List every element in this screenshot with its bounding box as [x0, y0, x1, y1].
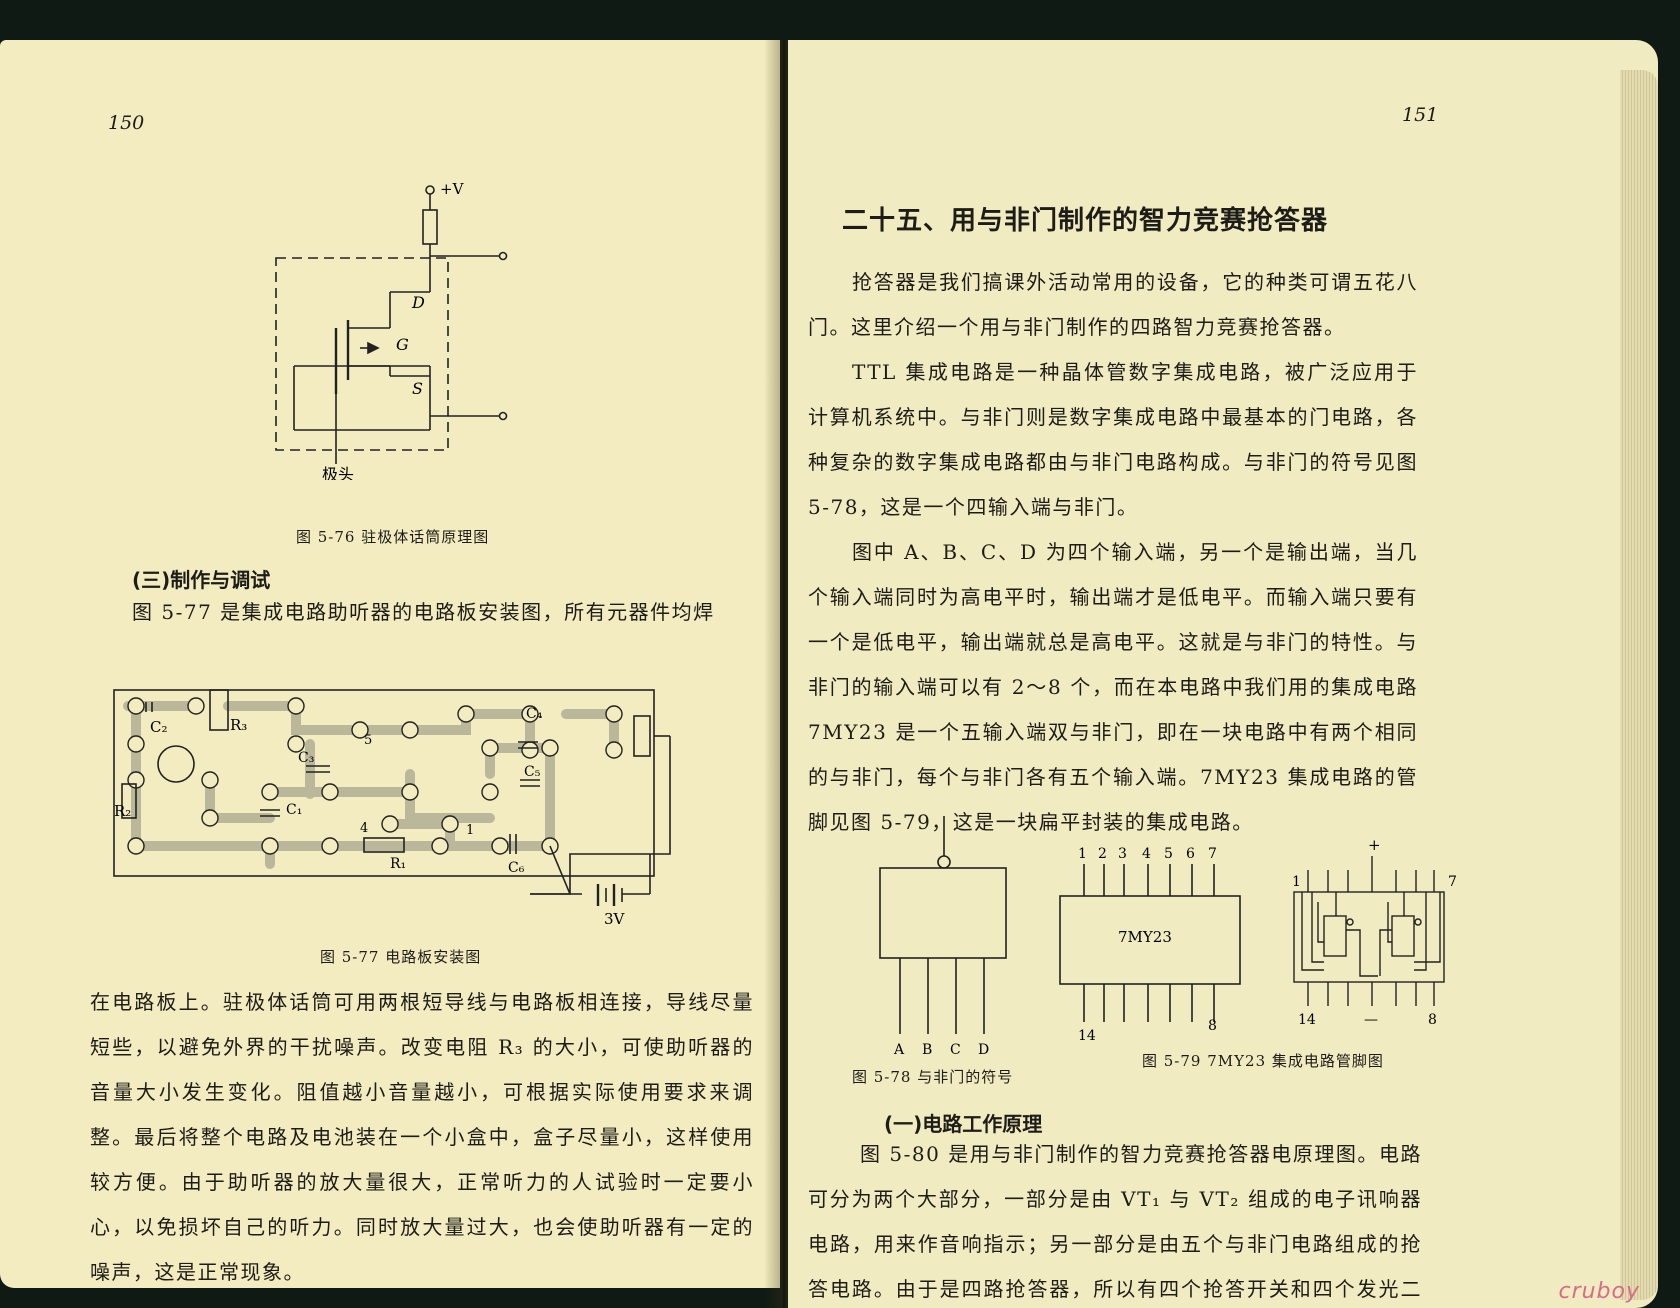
nand-gate-body — [879, 867, 1007, 959]
chapter-title: 二十五、用与非门制作的智力竞赛抢答器 — [842, 206, 1329, 236]
input-d-label: D — [978, 1042, 989, 1056]
figure-5-78-nand-symbol: A B C D — [879, 816, 1007, 1056]
microphone — [157, 745, 195, 783]
top-pin-3: 3 — [1118, 846, 1127, 862]
inner-pin7-label: 7 — [1448, 874, 1457, 890]
pcb-outline — [113, 689, 655, 877]
paragraph-intro: 图 5-77 是集成电路助听器的电路板安装图，所有元器件均焊 — [132, 600, 715, 624]
r1-resistor — [363, 837, 405, 853]
left-page: 150 +V — [0, 40, 780, 1288]
c1-label: C₁ — [286, 802, 302, 818]
gate-label: G — [396, 335, 409, 354]
section-heading: (三)制作与调试 — [132, 568, 271, 592]
dashed-housing — [275, 257, 449, 451]
input-b-label: B — [922, 1042, 932, 1056]
c2-label: C₂ — [150, 718, 168, 736]
bottom-pin-8: 8 — [1208, 1018, 1217, 1034]
r3-label: R₃ — [230, 716, 247, 734]
voltage-label: 3V — [604, 910, 626, 928]
pin4-label: 4 — [360, 821, 368, 836]
figure-5-79-caption: 图 5-79 7MY23 集成电路管脚图 — [1142, 1052, 1384, 1070]
top-pin-7: 7 — [1208, 846, 1217, 862]
top-pin-2: 2 — [1098, 846, 1107, 862]
inner-minus-label: — — [1364, 1012, 1378, 1028]
nand-output-bubble — [937, 855, 951, 869]
figure-5-76-caption: 图 5-76 驻极体话筒原理图 — [296, 528, 490, 546]
c6-label: C₆ — [508, 860, 525, 876]
internal-gate-right — [1391, 915, 1415, 957]
figure-5-78-caption: 图 5-78 与非门的符号 — [852, 1068, 1014, 1086]
paragraph-intro: 抢答器是我们搞课外活动常用的设备，它的种类可谓五花八门。这里介绍一个用与非门制作… — [808, 270, 1418, 339]
paragraph-ttl: TTL 集成电路是一种晶体管数字集成电路，被广泛应用于计算机系统中。与非门则是数… — [808, 360, 1418, 519]
pin1-label: 1 — [466, 823, 474, 838]
top-pin-4: 4 — [1142, 846, 1151, 862]
top-pin-6: 6 — [1186, 846, 1195, 862]
plus-v-label: +V — [440, 180, 465, 198]
r2-resistor — [121, 783, 137, 819]
figure-5-76-diagram: +V G D S 极头 — [275, 180, 508, 480]
pole-label: 极头 — [322, 465, 354, 480]
load-resistor — [422, 209, 438, 245]
paragraph-nand: 图中 A、B、C、D 为四个输入端，另一个是输出端，当几个输入端同时为高电平时，… — [808, 540, 1418, 834]
top-pin-5: 5 — [1164, 846, 1173, 862]
output-terminal-bottom — [498, 411, 508, 421]
input-c-label: C — [950, 1042, 961, 1056]
c4-label: C₄ — [526, 706, 543, 722]
internal-chip-body — [1293, 891, 1445, 983]
page-number: 150 — [108, 112, 145, 134]
figure-5-79-chip: 1 2 3 4 5 6 7 7MY23 14 8 — [1059, 846, 1241, 1044]
page-edge — [1620, 70, 1658, 1300]
drain-label: D — [411, 293, 425, 312]
figure-5-77-caption: 图 5-77 电路板安装图 — [320, 948, 482, 966]
paragraph-principle: 图 5-80 是用与非门制作的智力竞赛抢答器电原理图。电路可分为两个大部分，一部… — [808, 1142, 1422, 1301]
top-pin-1: 1 — [1078, 846, 1087, 862]
c5-label: C₅ — [524, 764, 541, 780]
chip-label: 7MY23 — [1118, 928, 1172, 946]
output-terminal-top — [498, 251, 508, 261]
figure-5-77-board: C₂ R₃ R₂ C₃ C₁ C₄ C₅ C₆ R₁ 5 4 1 3V — [113, 689, 671, 928]
inner-pin8-label: 8 — [1428, 1012, 1437, 1028]
right-page: 151 二十五、用与非门制作的智力竞赛抢答器 抢答器是我们搞课外活动常用的设备，… — [788, 40, 1658, 1308]
source-label: S — [412, 379, 423, 398]
inner-pin14-label: 14 — [1298, 1012, 1316, 1028]
r3-resistor — [209, 689, 229, 731]
input-a-label: A — [893, 1042, 905, 1056]
chip-body — [1059, 895, 1241, 985]
figure-5-79-internal: + 1 7 14 — 8 — [1292, 836, 1457, 1028]
inner-plus-label: + — [1368, 836, 1381, 854]
internal-gate-left — [1323, 915, 1347, 957]
earphone — [633, 715, 651, 757]
plus-v-terminal — [425, 185, 435, 195]
section-heading: (一)电路工作原理 — [884, 1112, 1043, 1136]
bottom-pin-14: 14 — [1078, 1028, 1096, 1044]
inner-pin1-label: 1 — [1292, 874, 1301, 890]
watermark: cruboy — [1558, 1279, 1640, 1304]
c3-label: C₃ — [298, 750, 314, 766]
pin5-label: 5 — [364, 733, 372, 748]
r1-label: R₁ — [390, 856, 406, 872]
paragraph-assembly: 在电路板上。驻极体话筒可用两根短导线与电路板相连接，导线尽量短些，以避免外界的干… — [90, 990, 754, 1284]
page-number: 151 — [1402, 104, 1439, 126]
r2-label: R₂ — [114, 802, 131, 820]
